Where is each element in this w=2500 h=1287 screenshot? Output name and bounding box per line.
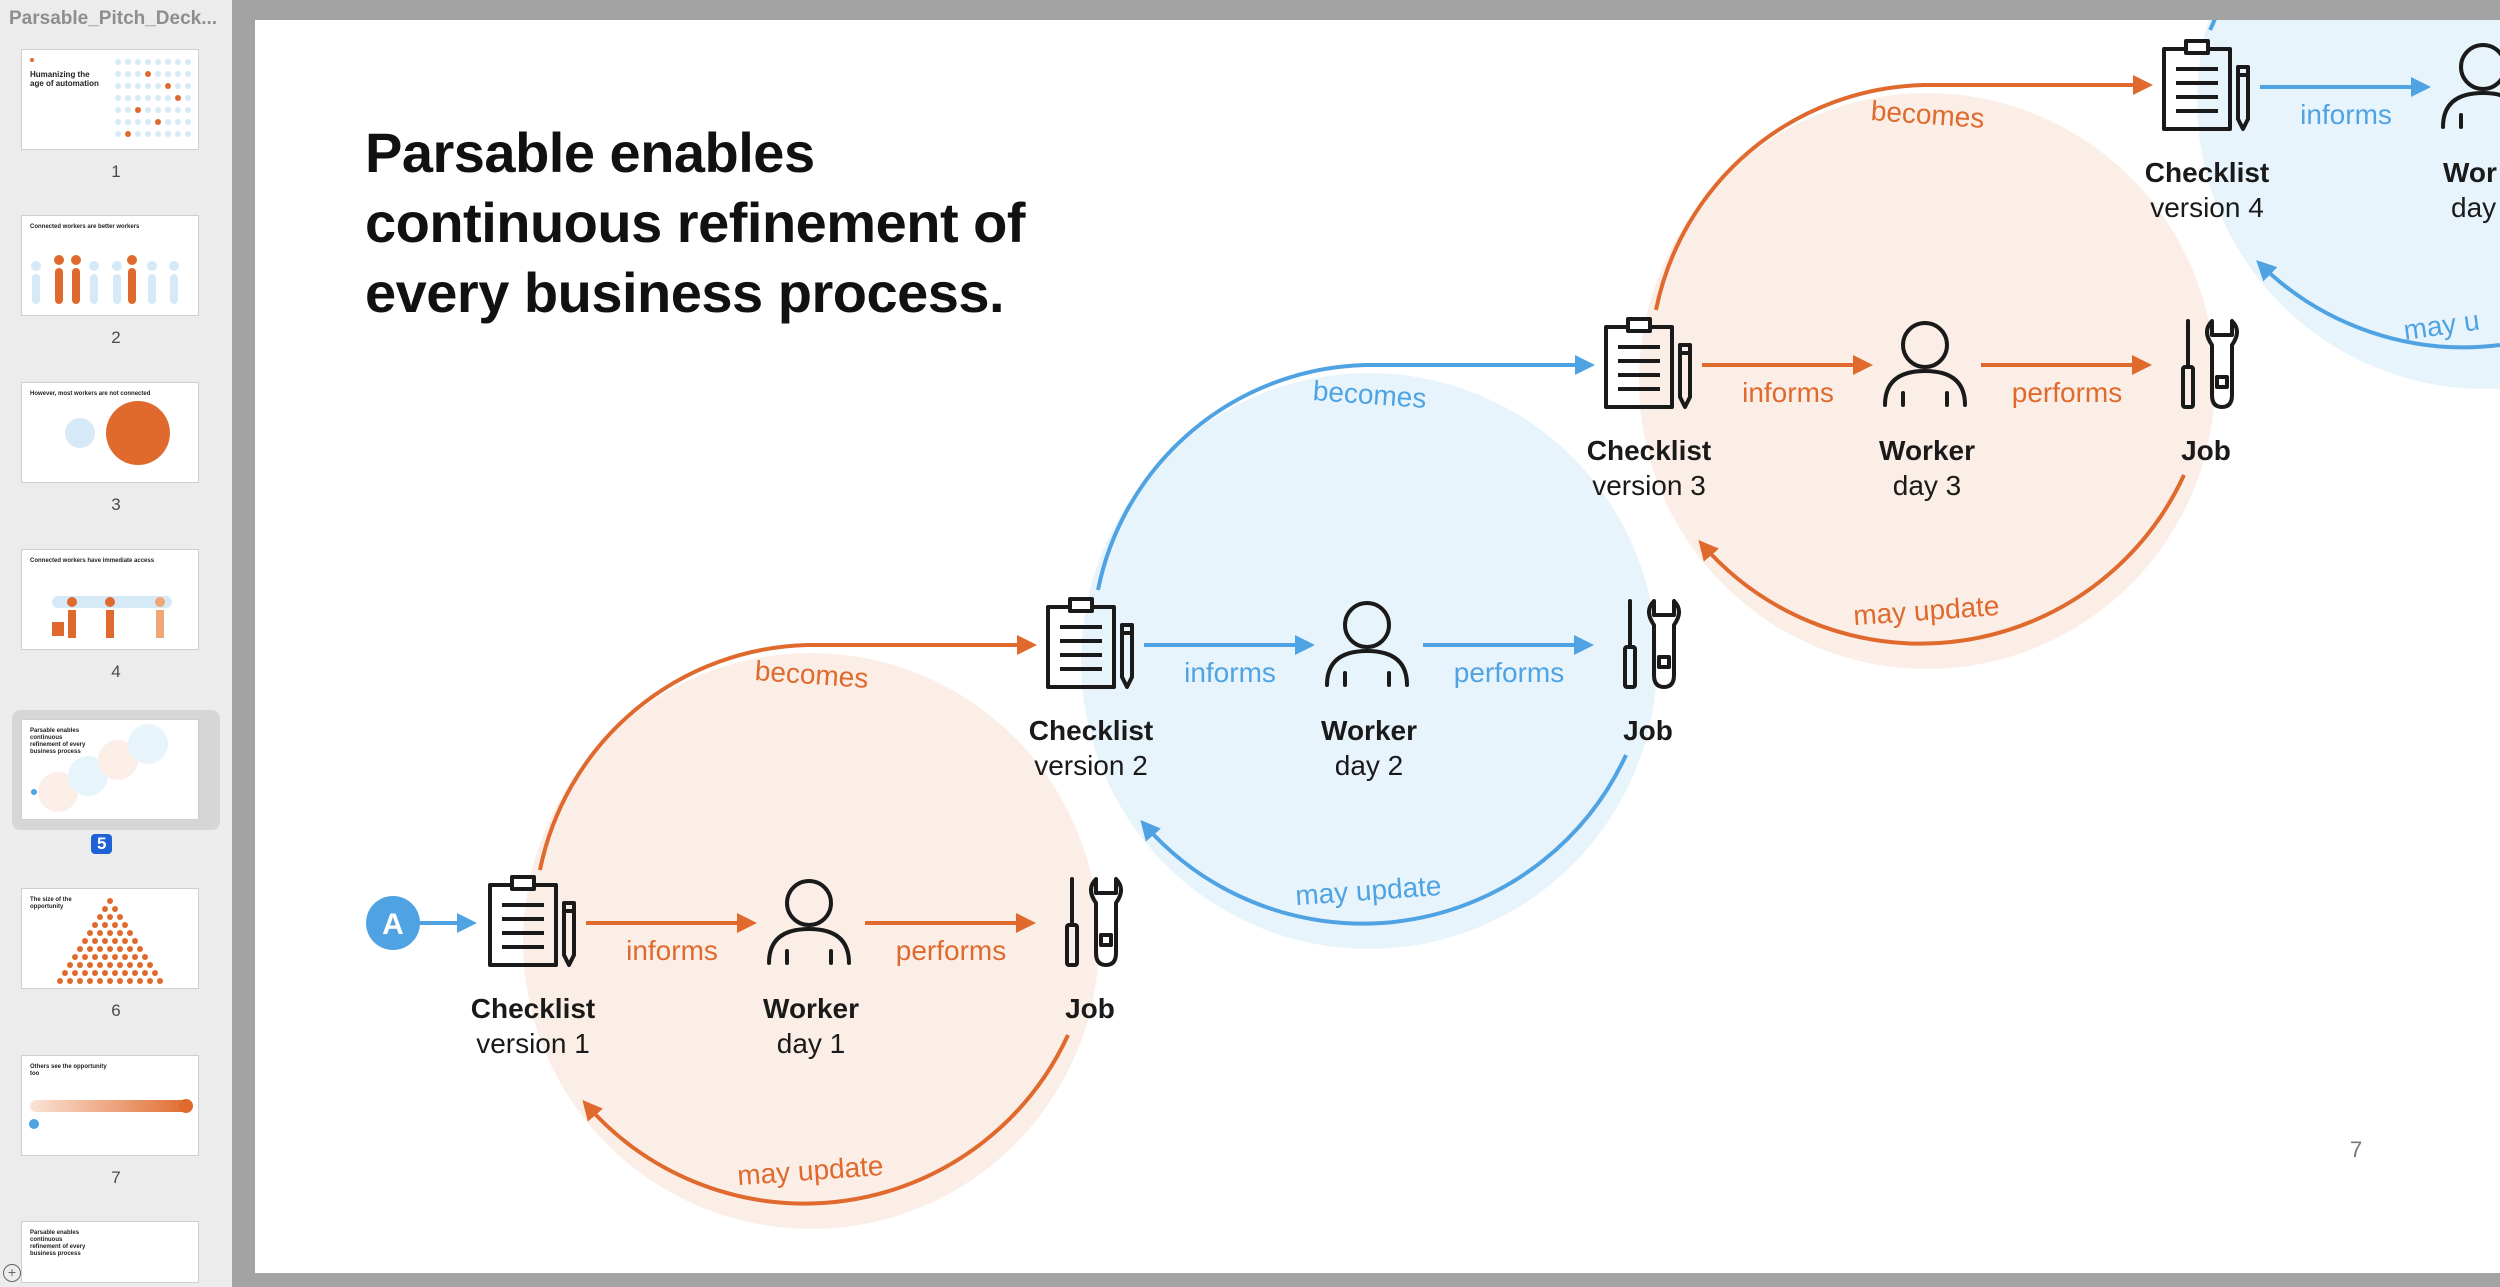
slide-number: 2 xyxy=(111,328,121,347)
slide-preview: Connected workers have immediate access xyxy=(22,550,198,649)
informs-label: informs xyxy=(2300,99,2392,130)
worker-day: day 1 xyxy=(777,1028,846,1059)
thumb-title: The size of the opportunity xyxy=(30,897,72,910)
document-title: Parsable_Pitch_Deck... xyxy=(9,8,218,29)
worker-label: Wor xyxy=(2443,157,2497,188)
checklist-label: Checklist xyxy=(1587,435,1712,466)
worker-label: Worker xyxy=(1879,435,1975,466)
performs-label: performs xyxy=(2012,377,2122,408)
worker-label: Worker xyxy=(1321,715,1417,746)
start-marker xyxy=(366,896,420,950)
thumb-title: Others see the opportunity too xyxy=(30,1064,107,1077)
checklist-version: version 1 xyxy=(476,1028,590,1059)
informs-label: informs xyxy=(626,935,718,966)
may-update-arc-3 xyxy=(1698,474,2186,646)
slide-preview: However, most workers are not connected xyxy=(22,383,198,482)
checklist-label: Checklist xyxy=(2145,157,2270,188)
cycle-background-1 xyxy=(523,653,1099,1229)
thumb-title: Parsable enables continuous refinement o… xyxy=(30,1230,86,1257)
may-update-arc-1 xyxy=(582,1034,1070,1206)
may-update-arc-2 xyxy=(1140,754,1628,926)
cycle-background-3 xyxy=(1639,93,2215,669)
slide-preview: Connected workers are better workers xyxy=(22,216,198,315)
slide-navigator: Parsable_Pitch_Deck... Humanizing the ag… xyxy=(0,0,232,1287)
performs-label: performs xyxy=(1454,657,1564,688)
access-graphic xyxy=(52,596,172,638)
slide-thumbnail-2[interactable]: Connected workers are better workers 2 xyxy=(12,210,220,360)
thumb-title: Humanizing the age of automation xyxy=(30,70,99,88)
slide-preview: Parsable enables continuous refinement o… xyxy=(22,1222,198,1282)
slide-number: 6 xyxy=(111,1001,121,1020)
dot-grid-graphic xyxy=(30,58,191,137)
thumb-title: However, most workers are not connected xyxy=(30,391,151,397)
informs-label: informs xyxy=(1742,377,1834,408)
slide-preview: Humanizing the age of automation xyxy=(22,50,198,149)
gradient-bar-graphic xyxy=(29,1099,193,1129)
thumb-title: Connected workers have immediate access xyxy=(30,558,155,564)
slide-thumbnail-5[interactable]: Parsable enables continuous refinement o… xyxy=(12,710,220,830)
becomes-arc-2 xyxy=(1096,355,1595,591)
informs-label: informs xyxy=(1184,657,1276,688)
slide-title: Parsable enables continuous refinement o… xyxy=(365,118,1085,328)
slide-thumbnail-3[interactable]: However, most workers are not connected … xyxy=(12,377,220,527)
slide-canvas: Parsable enables continuous refinement o… xyxy=(255,20,2500,1273)
title-line: Parsable enables xyxy=(365,121,815,184)
worker-label: Worker xyxy=(763,993,859,1024)
slide-preview: The size of the opportunity xyxy=(22,889,198,988)
slide-number: 7 xyxy=(111,1168,121,1187)
slide-thumbnail-8[interactable]: Parsable enables continuous refinement o… xyxy=(12,1216,220,1282)
performs-label: performs xyxy=(896,935,1006,966)
job-label: Job xyxy=(1065,993,1115,1024)
slide-number: 4 xyxy=(111,662,121,681)
cycle-background-2 xyxy=(1081,373,1657,949)
slide-number: 3 xyxy=(111,495,121,514)
thumb-title: Parsable enables continuous refinement o… xyxy=(30,728,86,755)
becomes-arc-3 xyxy=(1654,75,2153,311)
pyramid-graphic xyxy=(57,898,163,984)
cycle-background-4 xyxy=(2197,20,2500,389)
workers-graphic xyxy=(31,255,179,304)
start-marker-label: A xyxy=(382,908,404,941)
title-line: every business process. xyxy=(365,261,1005,324)
slide-preview: Parsable enables continuous refinement o… xyxy=(22,720,198,819)
slide-number: 1 xyxy=(111,162,121,181)
slide-thumbnail-4[interactable]: Connected workers have immediate access … xyxy=(12,544,220,694)
job-label: Job xyxy=(1623,715,1673,746)
worker-day: day 3 xyxy=(1893,470,1962,501)
slide-preview: Others see the opportunity too xyxy=(22,1056,198,1155)
circles-graphic xyxy=(65,401,170,465)
slide-thumbnail-7[interactable]: Others see the opportunity too 7 xyxy=(12,1050,220,1200)
thumb-title: Connected workers are better workers xyxy=(30,224,140,230)
add-slide-button[interactable]: + xyxy=(3,1264,21,1282)
refinement-cycle-diagram: A Checklist version 1 Worker day 1 Job i… xyxy=(366,20,2500,1229)
job-label: Job xyxy=(2181,435,2231,466)
may-update-arc-4 xyxy=(2256,260,2500,350)
checklist-version: version 2 xyxy=(1034,750,1148,781)
worker-day: day xyxy=(2451,192,2496,223)
checklist-version: version 3 xyxy=(1592,470,1706,501)
slide-number-selected: 5 xyxy=(91,834,113,854)
title-line: continuous refinement of xyxy=(365,191,1026,254)
cycle-diagram-graphic xyxy=(31,724,168,812)
slide-thumbnail-1[interactable]: Humanizing the age of automation 1 xyxy=(12,44,220,194)
becomes-arc-4 xyxy=(2208,20,2217,31)
page-number: 7 xyxy=(2350,1137,2363,1162)
worker-day: day 2 xyxy=(1335,750,1404,781)
checklist-label: Checklist xyxy=(1029,715,1154,746)
slide-thumbnail-6[interactable]: The size of the opportunity 6 xyxy=(12,883,220,1033)
checklist-label: Checklist xyxy=(471,993,596,1024)
becomes-arc-1 xyxy=(538,635,1037,871)
checklist-version: version 4 xyxy=(2150,192,2264,223)
